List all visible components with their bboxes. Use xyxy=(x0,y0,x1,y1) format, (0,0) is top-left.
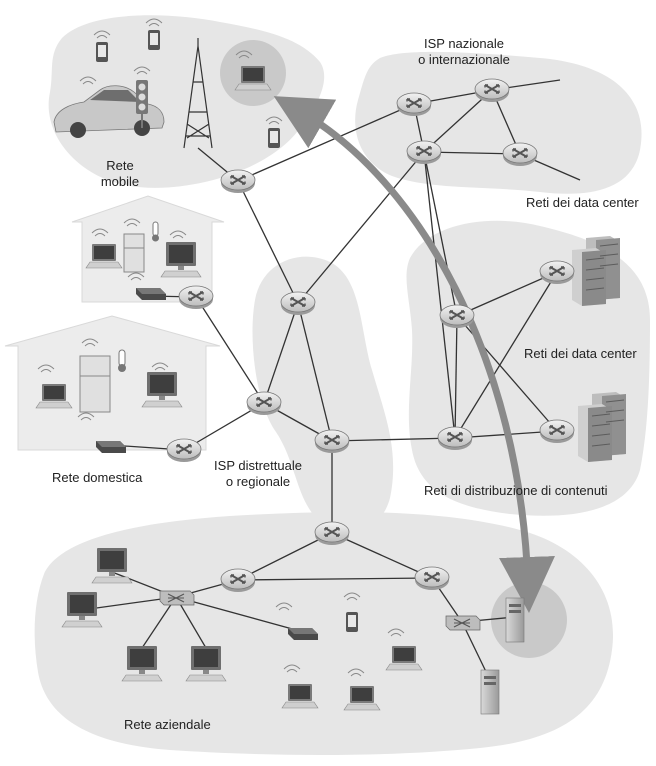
label-regional-isp-line2: o regionale xyxy=(225,474,291,489)
router-global-2 xyxy=(474,78,510,103)
cell-tower-icon xyxy=(183,38,213,149)
thermometer-icon-large xyxy=(118,349,126,372)
highlight-server xyxy=(491,582,567,658)
house-lower xyxy=(4,315,221,451)
router-global-4 xyxy=(502,142,538,167)
router-enterprise-1 xyxy=(314,521,350,546)
router-regional-2 xyxy=(246,391,282,416)
label-global-isp-line2: o internazionale xyxy=(418,52,510,67)
label-enterprise-network: Rete aziendale xyxy=(124,717,211,732)
label-data-center-middle: Reti dei data center xyxy=(524,346,637,361)
router-enterprise-3 xyxy=(414,566,450,591)
home-lower-devices xyxy=(35,338,183,453)
traffic-light-icon xyxy=(133,66,151,128)
region-isp-global xyxy=(355,51,642,194)
label-mobile-line2: mobile xyxy=(100,174,140,189)
router-dc-1 xyxy=(539,260,575,285)
rack-bottom xyxy=(578,392,626,462)
router-enterprise-2 xyxy=(220,568,256,593)
end-to-end-arrow xyxy=(273,96,555,613)
router-regional-1 xyxy=(280,291,316,316)
fridge-icon-large xyxy=(79,355,111,413)
label-mobile-network: Rete mobile xyxy=(88,158,152,190)
router-cdn-1 xyxy=(439,304,475,329)
label-cdn: Reti di distribuzione di contenuti xyxy=(424,483,608,498)
label-global-isp-line1: ISP nazionale xyxy=(424,36,504,51)
mobile-devices xyxy=(53,18,283,149)
label-regional-isp: ISP distrettuale o regionale xyxy=(196,458,320,490)
label-regional-isp-line1: ISP distrettuale xyxy=(214,458,302,473)
router-cdn-2 xyxy=(437,426,473,451)
router-regional-3 xyxy=(314,429,350,454)
label-mobile-line1: Rete xyxy=(106,158,134,173)
thermometer-icon xyxy=(152,221,159,242)
home-upper-devices xyxy=(85,218,214,310)
fridge-icon xyxy=(123,233,145,273)
router-mobile xyxy=(220,169,256,194)
label-global-isp: ISP nazionale o internazionale xyxy=(394,36,534,68)
router-global-1 xyxy=(396,92,432,117)
label-data-center-top: Reti dei data center xyxy=(526,195,639,210)
rack-top xyxy=(572,236,620,306)
data-center-racks xyxy=(572,236,626,462)
router-dc-2 xyxy=(539,419,575,444)
label-home-network: Rete domestica xyxy=(52,470,143,485)
router-global-3 xyxy=(406,140,442,165)
